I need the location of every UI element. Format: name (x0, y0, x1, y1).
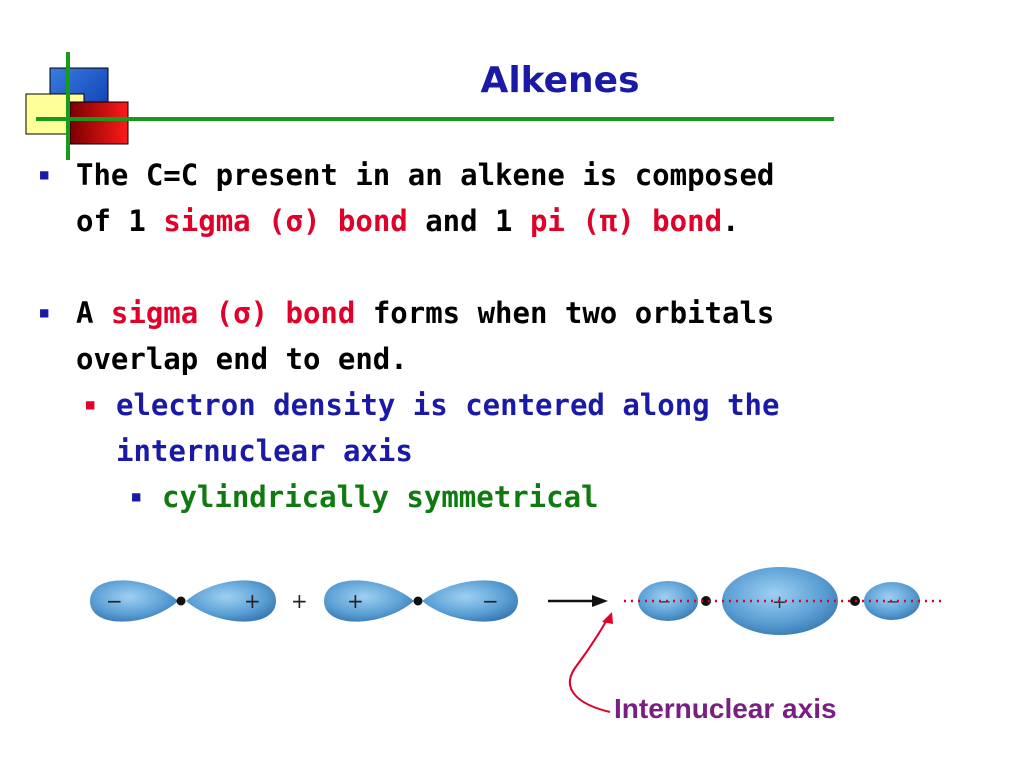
nucleus-dot (413, 596, 423, 606)
text-segment: . (722, 204, 740, 238)
bullet-item-1: ■ The C=C present in an alkene is compos… (36, 152, 916, 244)
internuclear-axis-label: Internuclear axis (614, 693, 837, 724)
sigma-bond-diagram: − + + + − − + − (90, 567, 946, 713)
sub-sub-bullet-text: cylindrically symmetrical (162, 480, 599, 514)
bullet-square-icon: ■ (132, 489, 141, 505)
label-pointer-curve (569, 617, 611, 713)
minus-sign: − (658, 592, 671, 611)
bullet-item-2: ■ A sigma (σ) bond forms when two orbita… (36, 290, 916, 382)
pi-bond-highlight: pi (π) bond (529, 204, 723, 238)
bullet-1-line-1: The C=C present in an alkene is composed (76, 158, 775, 192)
plus-sign: + (244, 589, 261, 613)
plus-sign: + (772, 592, 787, 613)
sub-sub-bullet-item: ■ cylindrically symmetrical (36, 474, 916, 520)
bullet-square-icon: ■ (86, 397, 95, 413)
bullet-2-line-1: A sigma (σ) bond forms when two orbitals (76, 290, 916, 336)
minus-sign: − (482, 589, 499, 613)
p-orbital-lobe (422, 580, 518, 622)
reaction-arrow-head (592, 595, 608, 607)
p-orbital-lobe (324, 580, 414, 622)
text-segment: forms when two orbitals (355, 296, 775, 330)
sigma-bond-highlight: sigma (σ) bond (163, 204, 408, 238)
sub-bullet-item: ■ electron density is centered along the… (36, 382, 916, 474)
nucleus-dot (701, 596, 711, 606)
p-orbital-lobe (186, 580, 276, 622)
label-pointer-arrowhead (602, 612, 613, 624)
minus-sign: − (886, 592, 899, 611)
bullet-square-icon: ■ (40, 167, 49, 183)
text-segment: and 1 (407, 204, 530, 238)
text-segment: A (76, 296, 111, 330)
nucleus-dot (176, 596, 186, 606)
bullet-list: ■ The C=C present in an alkene is compos… (36, 152, 916, 520)
sigma-bond-highlight: sigma (σ) bond (110, 296, 356, 330)
plus-sign: + (347, 589, 364, 613)
bullet-1-line-2: of 1 sigma (σ) bond and 1 pi (π) bond. (76, 198, 916, 244)
bullet-2-line-2: overlap end to end. (76, 342, 408, 376)
header-decoration (25, 52, 834, 160)
p-orbital-lobe (90, 580, 178, 622)
slide-title: Alkenes (480, 60, 640, 101)
minus-sign: − (106, 589, 123, 613)
text-segment: of 1 (76, 204, 164, 238)
bullet-square-icon: ■ (40, 305, 49, 321)
sub-bullet-line-2: internuclear axis (116, 434, 413, 468)
deco-red-square (69, 101, 129, 145)
sub-bullet-line-1: electron density is centered along the (116, 388, 780, 422)
plus-sign: + (291, 589, 308, 613)
